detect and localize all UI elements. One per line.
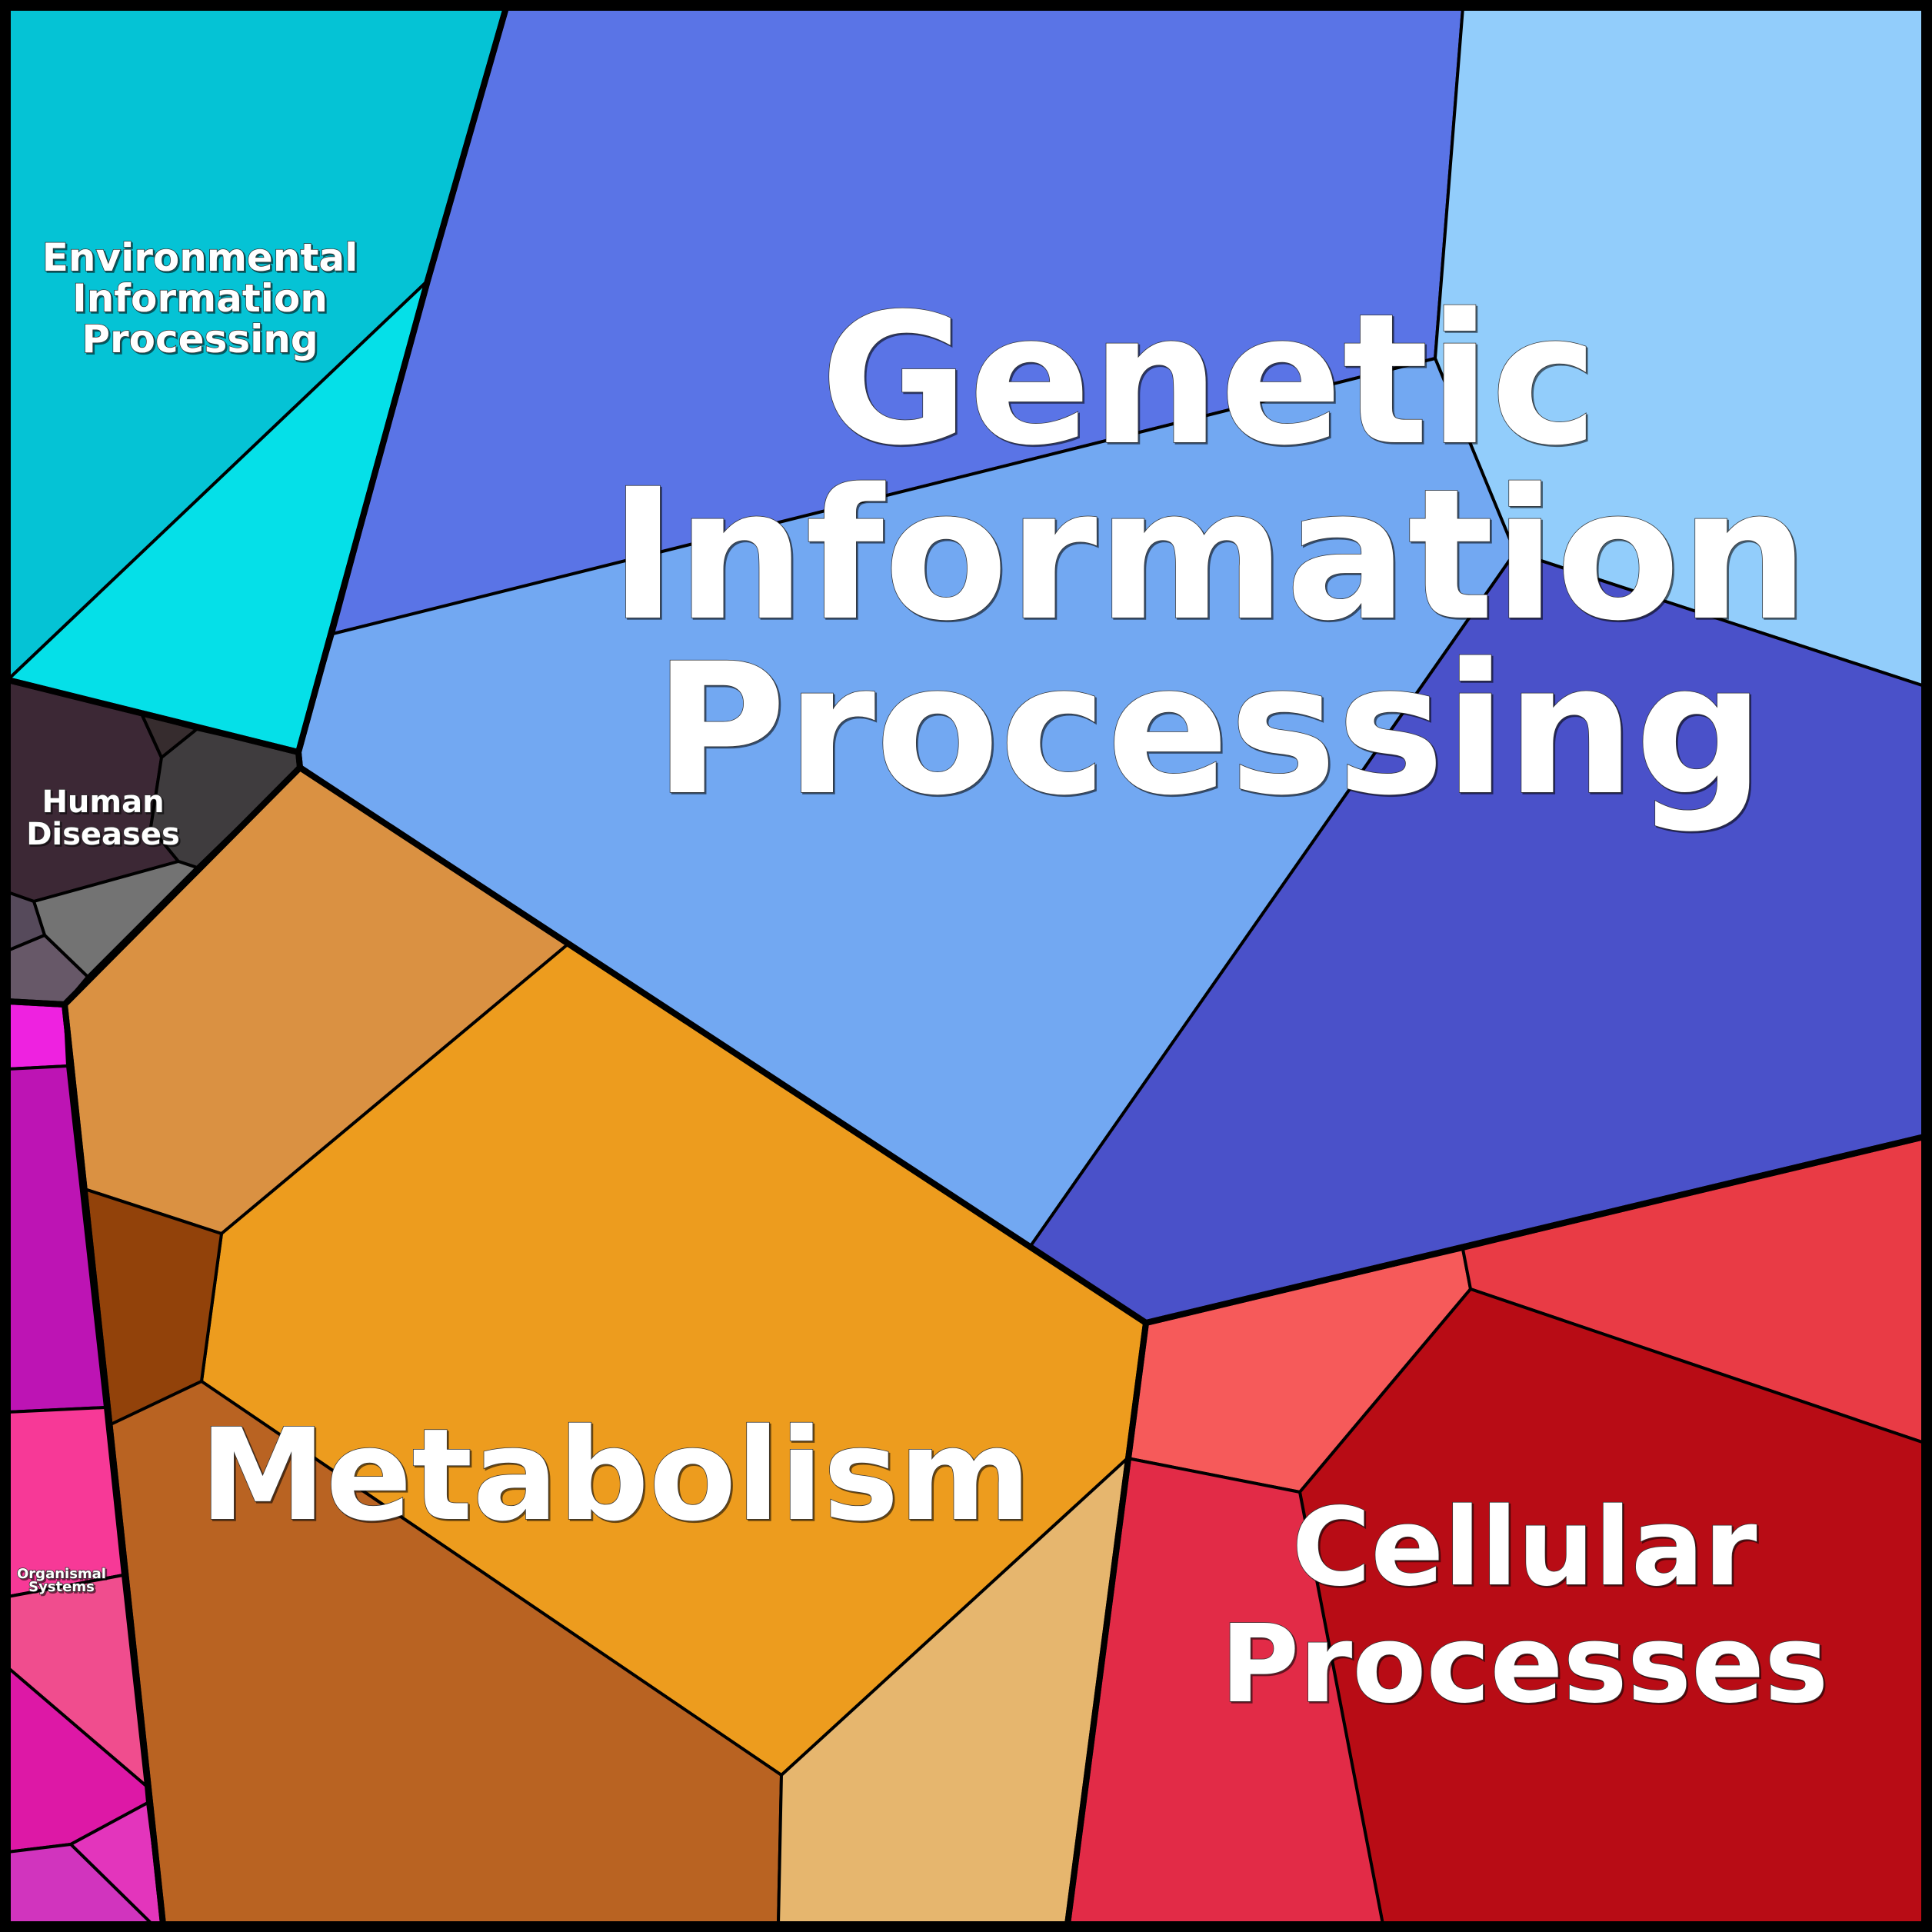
group-label-line: Metabolism (199, 1401, 1031, 1549)
group-label-line: Processing (654, 625, 1764, 835)
group-label-line: Processing (82, 317, 318, 361)
group-label-line: Systems (28, 1579, 95, 1595)
cells-layer (6, 6, 1926, 1926)
group-label-line: Diseases (26, 817, 180, 852)
group-label-line: Cellular (1292, 1485, 1757, 1611)
group-label-line: Organismal (17, 1566, 106, 1582)
group-label-line: Human (42, 784, 164, 820)
cell-organismal-systems-1 (6, 1000, 69, 1071)
group-label-line: Genetic (820, 275, 1597, 485)
group-label-line: Processes (1221, 1602, 1829, 1727)
group-label-line: Information (72, 276, 328, 321)
group-label-metabolism: Metabolism (199, 1401, 1031, 1549)
group-label-line: Information (609, 451, 1808, 661)
group-label-line: Environmental (42, 235, 358, 280)
